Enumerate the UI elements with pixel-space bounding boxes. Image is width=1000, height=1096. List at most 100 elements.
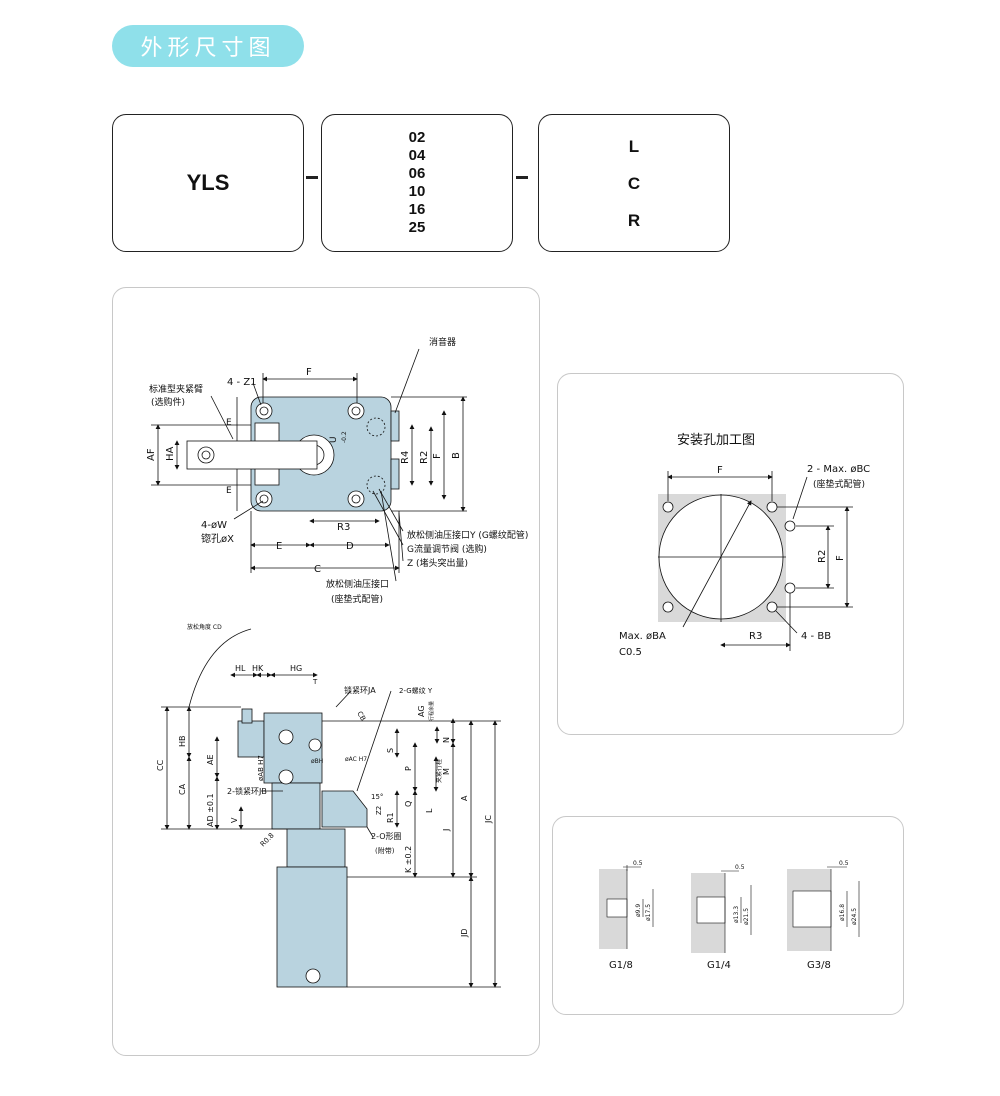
label-holes-z1: 4 - Z1 — [227, 377, 257, 388]
arm-option: C — [627, 173, 641, 193]
port-g18-name: G1/8 — [609, 960, 633, 971]
label-lock-ring-jb: 2-锁紧环JB — [227, 786, 267, 796]
dim-JD: JD — [460, 928, 469, 938]
separator-dash — [516, 176, 528, 179]
label-port-gasket-note: (座垫式配管) — [331, 593, 383, 605]
dim-AE: AE — [206, 754, 215, 765]
label-holes-w: 4-øW — [201, 520, 227, 531]
dim-L: L — [425, 808, 434, 813]
separator-dash — [306, 176, 318, 179]
dim-Z2: Z2 — [375, 806, 383, 815]
dim-E-bottom: E — [276, 541, 282, 552]
dim-AG: AG — [417, 705, 426, 717]
dim-A: A — [460, 795, 469, 801]
mounting-hole-diagram: 安装孔加工图 F 2 - Max. øBC (座垫式配管) R2 F Max. … — [619, 433, 870, 658]
label-std-arm: 标准型夹紧臂 — [149, 383, 203, 395]
dim-R2: R2 — [817, 550, 828, 563]
label-std-arm-note: (选购件) — [151, 396, 185, 408]
label-max-ba: Max. øBA — [619, 631, 666, 642]
model-prefix: YLS — [186, 170, 230, 195]
model-prefix-box: YLS — [112, 114, 304, 252]
port-g18-top: 0.5 — [633, 860, 643, 867]
label-lock-ring-ja: 锁紧环JA — [344, 685, 376, 695]
label-thread-y: 2-G螺纹 Y — [399, 686, 433, 695]
label-r08: R0.8 — [259, 831, 276, 848]
dimension-drawing-panel: 消音器 标准型夹紧臂 (选购件) 4 - Z1 F E E 4-øW 锪孔øX … — [112, 287, 540, 1056]
label-ag-note: 行程余量 — [428, 701, 435, 721]
label-oring: 2-O形圈 — [371, 832, 402, 841]
dim-HL: HL — [235, 664, 246, 673]
label-bh: øBH — [311, 758, 323, 765]
dim-B: B — [451, 452, 462, 459]
size-option: 06 — [408, 165, 426, 182]
dim-JC: JC — [484, 815, 493, 824]
dim-N: N — [442, 737, 451, 743]
dim-V: V — [230, 817, 239, 823]
dim-R1: R1 — [386, 812, 395, 823]
dim-HB: HB — [178, 735, 187, 747]
size-option: 25 — [408, 219, 426, 236]
dim-K: K ±0.2 — [404, 846, 413, 873]
dim-CB: CB — [355, 710, 367, 723]
dim-R3: R3 — [749, 631, 762, 642]
label-flow-valve: G流量调节阀 (选购) — [407, 543, 487, 555]
dim-U-tolerance: -0.2 — [341, 431, 348, 443]
port-detail-panel: 0.5 ø9.9 ø17.5 G1/8 0.5 ø13.3 ø21.5 G1/4… — [552, 816, 904, 1015]
port-g14-d2: ø21.5 — [743, 908, 750, 925]
dim-P: P — [404, 766, 413, 771]
size-option: 02 — [408, 129, 426, 146]
size-option: 10 — [408, 183, 426, 200]
dim-R4: R4 — [400, 451, 411, 464]
dim-F-side: F — [835, 555, 846, 561]
port-g38-d2: ø24.5 — [851, 908, 858, 925]
arm-option: L — [628, 136, 640, 156]
label-bb: 4 - BB — [801, 631, 831, 642]
label-c05: C0.5 — [619, 647, 642, 658]
dim-R3: R3 — [337, 522, 350, 533]
label-ac-h7: øAC H7 — [345, 756, 367, 763]
dim-F-side: F — [432, 453, 443, 459]
dim-HA: HA — [165, 446, 176, 461]
label-oring-note: (附带) — [375, 846, 395, 855]
model-arm-box: L C R — [538, 114, 730, 252]
port-g38-name: G3/8 — [807, 960, 831, 971]
port-detail-diagram: 0.5 ø9.9 ø17.5 G1/8 0.5 ø13.3 ø21.5 G1/4… — [599, 860, 860, 971]
label-release-angle: 放松角度 CD — [187, 623, 222, 631]
port-g38-top: 0.5 — [839, 860, 849, 867]
port-g14-d1: ø13.3 — [733, 906, 740, 923]
dim-E-lower: E — [226, 486, 232, 496]
model-size-box: 02 04 06 10 16 25 — [321, 114, 513, 252]
cylinder-body — [276, 866, 348, 988]
port-g14-top: 0.5 — [735, 864, 745, 871]
dim-R2: R2 — [419, 451, 430, 464]
mounting-title: 安装孔加工图 — [677, 433, 755, 448]
dim-AD: AD ±0.1 — [206, 793, 215, 827]
label-angle-15: 15° — [371, 793, 383, 801]
dim-AF: AF — [146, 448, 157, 461]
mounting-hole-panel: 安装孔加工图 F 2 - Max. øBC (座垫式配管) R2 F Max. … — [557, 373, 904, 735]
dim-J: J — [442, 829, 451, 832]
dim-HG: HG — [290, 664, 302, 673]
label-port-gasket: 放松侧油压接口 — [326, 578, 389, 590]
label-bc-note: (座垫式配管) — [813, 478, 865, 490]
dim-CC: CC — [156, 759, 165, 771]
port-g18-d1: ø9.9 — [635, 904, 642, 917]
label-ab-h7: øAB H7 — [257, 755, 265, 781]
label-port-y: 放松侧油压接口Y (G螺纹配管) — [407, 529, 528, 541]
port-g38-d1: ø16.8 — [839, 904, 846, 921]
dim-Q: Q — [404, 801, 413, 807]
dim-U: U — [329, 436, 339, 443]
label-muffler: 消音器 — [429, 336, 456, 348]
size-option: 16 — [408, 201, 426, 218]
dim-F: F — [306, 367, 312, 378]
dim-S: S — [386, 748, 395, 753]
dim-CA: CA — [178, 783, 187, 795]
label-max-bc: 2 - Max. øBC — [807, 464, 870, 475]
label-z-note: Z (堵头突出量) — [407, 557, 468, 569]
dimension-drawing: 消音器 标准型夹紧臂 (选购件) 4 - Z1 F E E 4-øW 锪孔øX … — [146, 336, 528, 988]
label-counterbore-x: 锪孔øX — [201, 532, 234, 545]
dim-E-upper: E — [226, 418, 232, 428]
dim-D: D — [346, 541, 354, 552]
port-g18-d2: ø17.5 — [645, 904, 652, 921]
dim-C: C — [314, 564, 321, 575]
